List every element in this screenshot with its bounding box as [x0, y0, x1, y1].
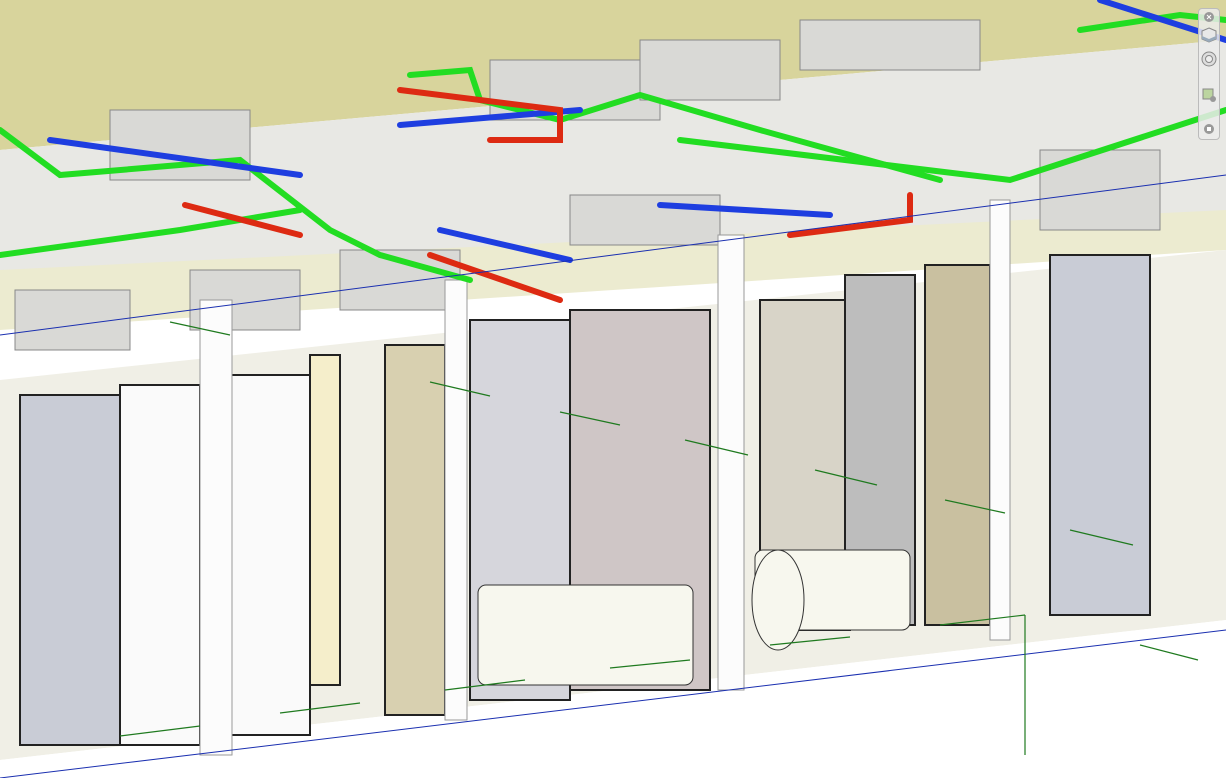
- pipes: [0, 0, 1226, 303]
- ceiling-beams: [0, 40, 1226, 280]
- tag-leaders: [119, 321, 1199, 755]
- columns: [199, 199, 1011, 756]
- options-icon[interactable]: [1201, 121, 1217, 137]
- section-lines: [0, 174, 1226, 778]
- navigation-bar: [1198, 8, 1220, 140]
- ceiling-band: [0, 210, 1226, 330]
- fixtures: [477, 549, 911, 686]
- floor: [0, 620, 1226, 778]
- viewcube-icon[interactable]: [1201, 27, 1217, 43]
- close-icon[interactable]: [1201, 9, 1217, 25]
- zoom-icon[interactable]: [1201, 87, 1217, 103]
- steering-wheel-icon[interactable]: [1201, 51, 1217, 67]
